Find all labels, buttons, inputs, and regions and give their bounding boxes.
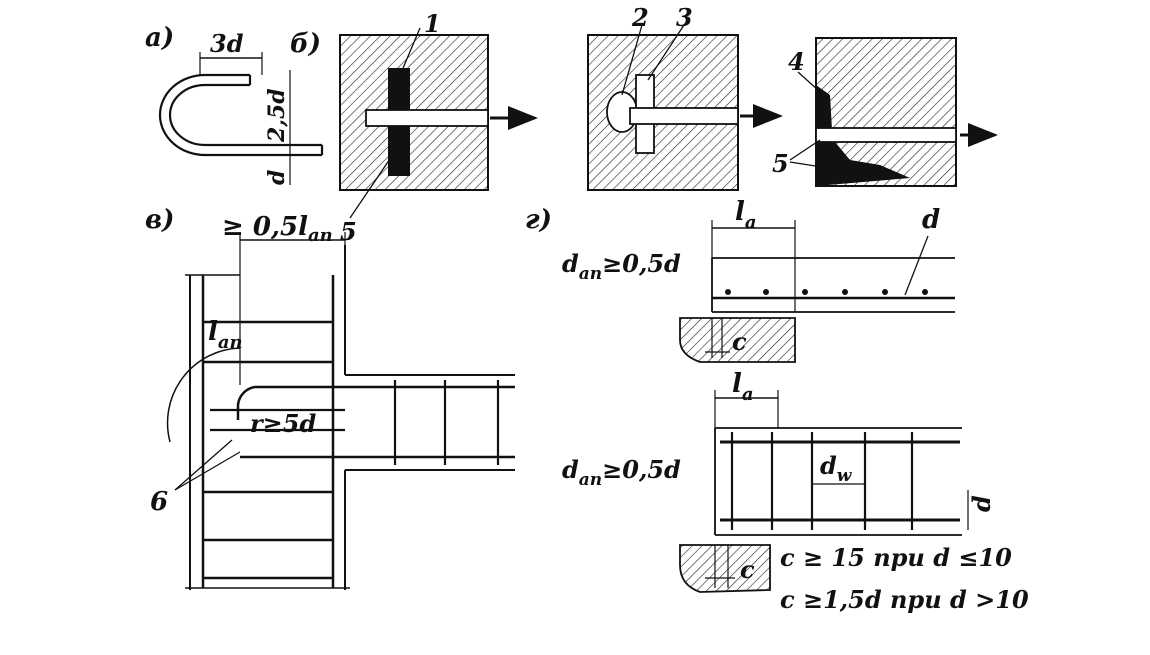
dim-d: d xyxy=(264,170,290,185)
bar-3 xyxy=(815,127,957,143)
callout-2: 2 xyxy=(631,3,649,32)
deformed-zone-5 xyxy=(816,142,910,186)
callout-1: 1 xyxy=(424,9,441,38)
label-la-bottom: la xyxy=(732,369,754,405)
label-c-top: c xyxy=(732,327,747,356)
panel-b-block-1: 1 5 xyxy=(339,9,538,246)
label-la-top: la xyxy=(735,197,757,233)
callout-5-block-3: 5 xyxy=(772,149,789,178)
dim-05lan: ≥ 0,5lan xyxy=(222,212,333,246)
dim-2-5d: 2,5d xyxy=(264,88,290,143)
slab-bar-dots xyxy=(725,289,928,295)
label-dw: dw xyxy=(820,451,853,486)
label-dan-bottom: dan≥0,5d xyxy=(562,455,681,490)
panel-g-beam: la dan≥0,5d dw d c c ≥ 15 при d ≤10 c ≥1… xyxy=(562,369,1029,614)
label-d-top: d xyxy=(922,205,940,235)
dim-3d: 3d xyxy=(210,29,244,58)
slab-support xyxy=(679,317,796,363)
bar-1 xyxy=(365,109,489,127)
section-label-b: б) xyxy=(290,29,321,59)
deformed-zone-4 xyxy=(816,85,832,130)
section-label-a: а) xyxy=(145,23,174,53)
panel-v-joint: ≥ 0,5lan lan r≥5d 6 xyxy=(150,212,515,590)
callout-5-block-1: 5 xyxy=(340,217,357,246)
panel-a-hook: 3d 2,5d d xyxy=(158,29,324,185)
hook-bar-inner xyxy=(168,83,322,147)
section-label-v: в) xyxy=(145,205,174,235)
bar-2 xyxy=(629,107,739,125)
condition-2: c ≥1,5d при d >10 xyxy=(780,585,1029,614)
beam-stirrups xyxy=(730,432,914,530)
condition-1: c ≥ 15 при d ≤10 xyxy=(780,543,1012,572)
panel-b-block-2: 2 3 xyxy=(587,3,783,191)
label-c-bottom: c xyxy=(740,555,755,584)
section-label-g: г) xyxy=(525,205,552,235)
panel-b-block-3: 4 5 xyxy=(772,37,998,187)
label-dan-top: dan≥0,5d xyxy=(562,249,681,284)
label-radius: r≥5d xyxy=(250,409,316,438)
callout-3: 3 xyxy=(676,3,693,32)
callout-4: 4 xyxy=(788,47,805,76)
beam-support xyxy=(679,544,771,593)
label-lan: lan xyxy=(208,317,243,353)
label-d-right: d xyxy=(967,495,996,512)
callout-6: 6 xyxy=(150,487,168,517)
hook-bar-outer xyxy=(158,73,322,157)
panel-g-slab: la d dan≥0,5d c xyxy=(562,197,955,363)
